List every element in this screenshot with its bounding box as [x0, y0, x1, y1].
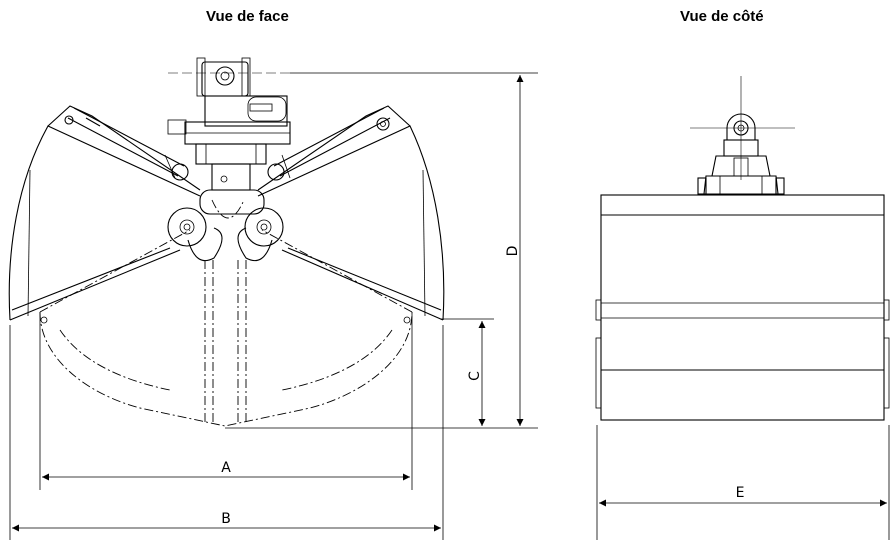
side-view-title: Vue de côté: [680, 8, 764, 25]
dimension-label-c: C: [467, 371, 483, 381]
dimension-label-a: A: [221, 460, 231, 476]
side-view-grab: [595, 76, 890, 421]
dimension-label-e: E: [736, 485, 745, 501]
front-view-dimensions: [9, 72, 538, 540]
dimension-label-b: B: [221, 511, 231, 527]
front-view-grab: [8, 57, 445, 427]
dimension-label-d: D: [505, 246, 521, 257]
side-view-dimensions: [596, 425, 890, 540]
front-view-title: Vue de face: [206, 8, 289, 25]
